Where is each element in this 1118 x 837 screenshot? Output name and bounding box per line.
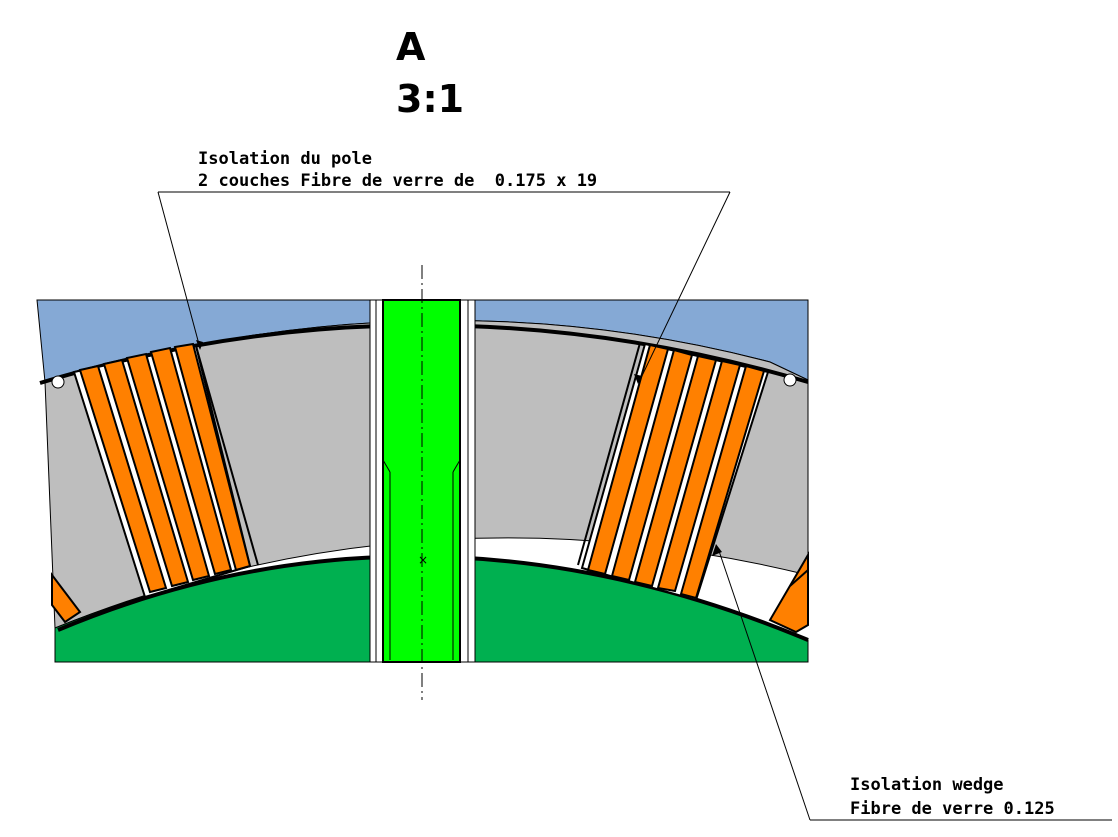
detail-scale: 3:1 bbox=[396, 77, 464, 121]
wedge-insulation-leader bbox=[717, 547, 1112, 821]
pole-insulation-arrow-right bbox=[634, 374, 642, 384]
pole-insulation-arrow-left bbox=[196, 340, 203, 350]
notch-left bbox=[51, 375, 65, 389]
notch-right bbox=[783, 373, 797, 387]
detail-label: A bbox=[396, 25, 426, 69]
wedge-insulation-line2: Fibre de verre 0.125 bbox=[850, 799, 1055, 819]
left-winding bbox=[72, 342, 259, 599]
wedge-insulation-arrow bbox=[712, 544, 722, 556]
right-edge-winding bbox=[768, 551, 809, 634]
pole-insulation-leader bbox=[157, 191, 731, 381]
pole-insulation-line1: Isolation du pole bbox=[198, 149, 372, 169]
center-marker: × bbox=[418, 553, 428, 567]
right-winding bbox=[577, 342, 770, 602]
pole-insulation-line2: 2 couches Fibre de verre de 0.175 x 19 bbox=[198, 171, 597, 191]
wedge-insulation-line1: Isolation wedge bbox=[850, 775, 1004, 795]
left-edge-winding bbox=[51, 572, 82, 624]
